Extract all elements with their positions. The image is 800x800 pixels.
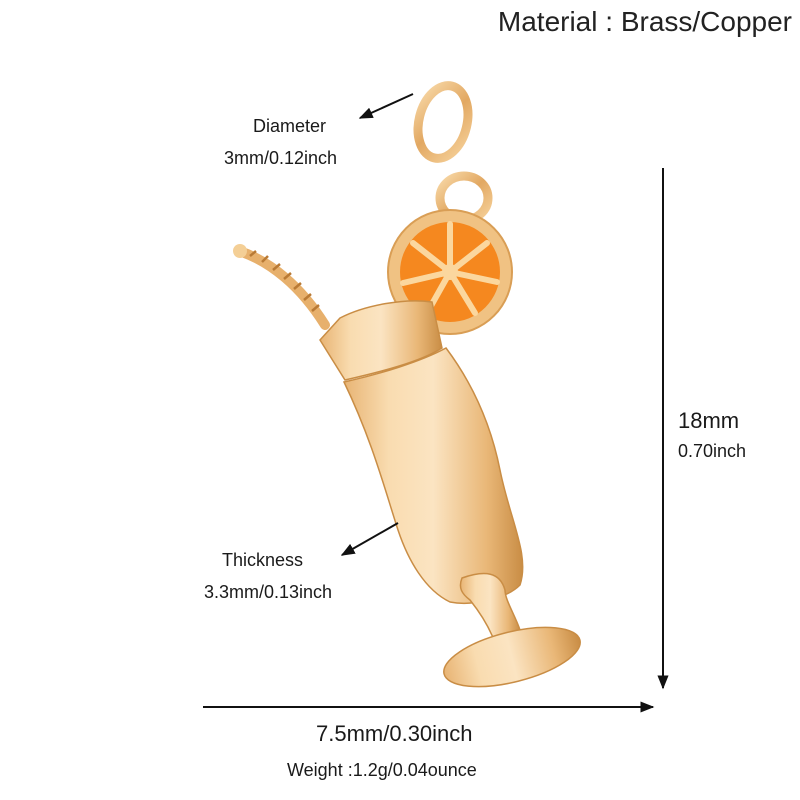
diameter-arrow xyxy=(358,93,414,119)
diameter-label: Diameter xyxy=(253,116,327,136)
glass-base xyxy=(443,626,581,688)
thickness-value: 3.3mm/0.13inch xyxy=(204,582,333,602)
thickness-label: Thickness xyxy=(222,550,304,570)
height-inch: 0.70inch xyxy=(678,441,747,461)
width-value: 7.5mm/0.30inch xyxy=(316,721,473,746)
straw xyxy=(233,244,330,330)
thickness-arrow xyxy=(340,522,399,556)
height-mm: 18mm xyxy=(678,408,740,433)
glass-body xyxy=(342,347,524,604)
diameter-value: 3mm/0.12inch xyxy=(224,148,338,168)
weight-label: Weight :1.2g/0.04ounce xyxy=(287,760,477,780)
material-title: Material : Brass/Copper xyxy=(497,6,792,37)
glass-rim xyxy=(319,300,443,381)
jump-ring xyxy=(413,81,473,163)
